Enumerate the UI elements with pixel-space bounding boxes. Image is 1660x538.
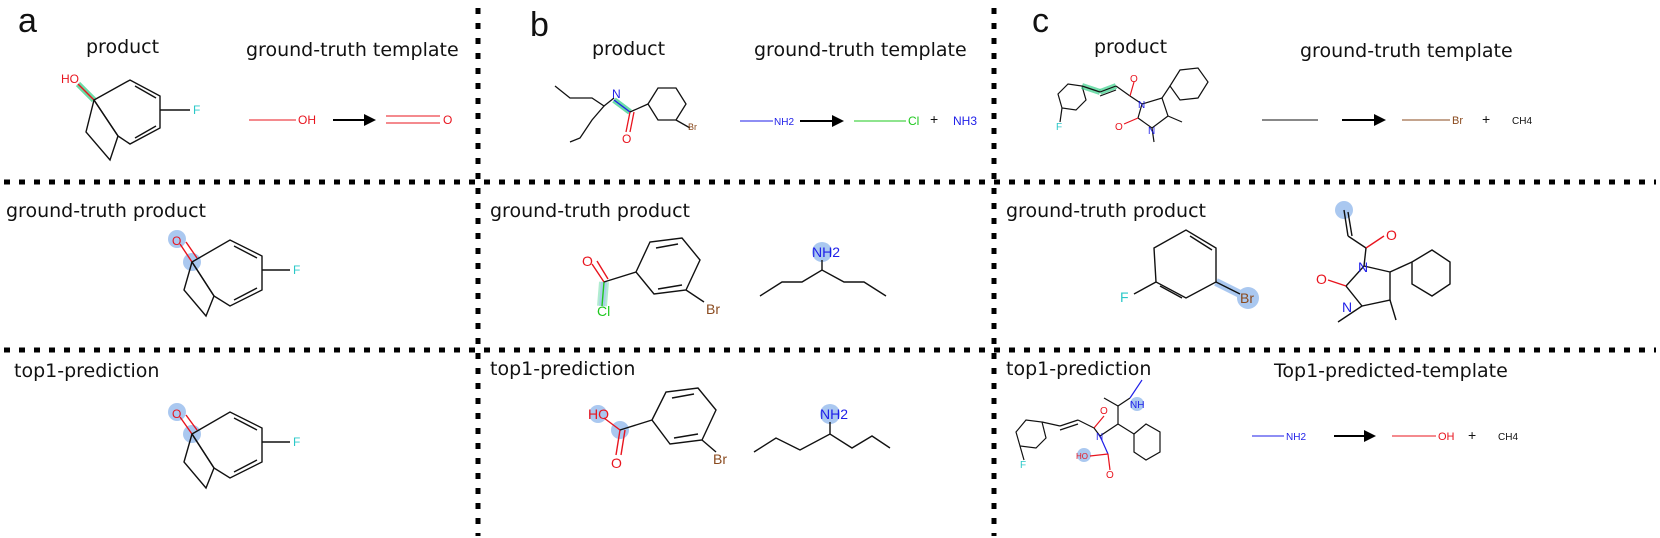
panel-c-predicted-template-label: Top1-predicted-template <box>1274 360 1508 382</box>
atom-br: Br <box>1240 290 1254 306</box>
atom-f: F <box>1020 460 1026 471</box>
panel-c-top1-molecule <box>1015 379 1161 471</box>
atom-f: F <box>1056 122 1062 133</box>
ring <box>92 79 161 145</box>
panel-letter-b: b <box>530 6 549 44</box>
separators <box>4 8 1656 536</box>
reaction-arrow <box>1334 430 1376 442</box>
atom-f: F <box>1120 289 1129 305</box>
panel-c-top1-label: top1-prediction <box>1006 358 1152 380</box>
atom-ho: HO <box>588 406 609 422</box>
atom-o: O <box>172 234 181 248</box>
reaction-arrow <box>1342 114 1386 126</box>
panel-c-gt-molecule-2 <box>1327 201 1451 323</box>
panel-a-product-molecule <box>75 79 190 162</box>
panel-a-product-label: product <box>86 36 160 58</box>
atom-ho: HO <box>1076 452 1088 461</box>
template-rhs-atom: CH4 <box>1512 116 1532 127</box>
atom-n: N <box>1148 126 1155 137</box>
panel-b-gt-product-label: ground-truth product <box>490 200 690 222</box>
panel-a-top1-molecule <box>168 403 290 490</box>
panel-a-top1-label: top1-prediction <box>14 360 160 382</box>
template-plus: + <box>930 111 938 127</box>
panel-c-gt-molecule-1 <box>1133 229 1259 309</box>
panel-c-product-label: product <box>1094 36 1168 58</box>
panel-b-product-molecule <box>554 85 691 143</box>
atom-f: F <box>293 263 300 277</box>
atom-br: Br <box>713 451 727 467</box>
ring-five <box>85 99 119 162</box>
template-rhs-atom: NH3 <box>953 114 977 128</box>
panel-letter-c: c <box>1032 2 1049 40</box>
panel-b-product-label: product <box>592 38 666 60</box>
panel-letter-a: a <box>18 2 37 40</box>
pred-template-lhs-atom: NH2 <box>1286 432 1306 443</box>
template-rhs-atom: Cl <box>908 114 919 128</box>
atom-o: O <box>172 407 181 421</box>
template-plus: + <box>1482 111 1490 127</box>
atom-o: O <box>622 132 631 146</box>
double-bond <box>134 85 157 99</box>
panel-b-template-label: ground-truth template <box>754 39 967 61</box>
panel-c-product-molecule <box>1057 67 1209 143</box>
atom-o: O <box>1115 122 1123 133</box>
atom-o: O <box>1386 227 1397 243</box>
atom-o: O <box>582 253 593 269</box>
reaction-arrow <box>800 115 844 127</box>
atom-br: Br <box>688 122 697 132</box>
atom-o: O <box>1316 271 1327 287</box>
atom-o: O <box>611 455 622 471</box>
reaction-arrow <box>333 114 376 126</box>
atom-n: N <box>612 87 621 101</box>
atom-n: N <box>1138 100 1145 111</box>
pred-template-rhs-atom: OH <box>1438 431 1455 443</box>
atom-n: N <box>1358 259 1368 275</box>
atom-nh: NH <box>1130 400 1144 411</box>
bond <box>93 99 119 137</box>
pred-template-rhs-atom: CH4 <box>1498 432 1518 443</box>
template-rhs-atom: O <box>443 113 452 127</box>
panel-a-template-label: ground-truth template <box>246 39 459 61</box>
atom-f: F <box>293 435 300 449</box>
atom-ho: HO <box>61 72 79 86</box>
atom-n: N <box>1342 299 1352 315</box>
panel-b-gt-molecule-2 <box>759 242 887 297</box>
panel-a-gt-product-label: ground-truth product <box>6 200 206 222</box>
atom-cl: Cl <box>597 303 610 319</box>
panel-a-gt-molecule <box>168 230 290 318</box>
atom-n: N <box>1096 432 1103 443</box>
atom-br: Br <box>706 301 720 317</box>
panel-b-top1-molecule-2 <box>753 404 891 453</box>
bond-co <box>77 83 95 101</box>
atom-nh2: NH2 <box>820 406 848 422</box>
pred-template-plus: + <box>1468 427 1476 443</box>
double-bond <box>134 125 157 139</box>
panel-c-gt-product-label: ground-truth product <box>1006 200 1206 222</box>
atom-f: F <box>193 103 200 117</box>
panel-b-top1-label: top1-prediction <box>490 358 636 380</box>
panel-b-gt-molecule-1 <box>591 237 705 307</box>
panel-b-top1-molecule-1 <box>589 387 717 456</box>
atom-o: O <box>1100 406 1108 417</box>
panel-c-template-label: ground-truth template <box>1300 40 1513 62</box>
atom-o: O <box>1106 470 1114 481</box>
highlight-atom <box>1130 397 1144 411</box>
template-lhs-atom: NH2 <box>774 117 794 128</box>
template-rhs-atom: Br <box>1452 115 1463 127</box>
atom-nh2: NH2 <box>812 244 840 260</box>
template-lhs-atom: OH <box>298 113 316 127</box>
atom-o: O <box>1130 74 1138 85</box>
